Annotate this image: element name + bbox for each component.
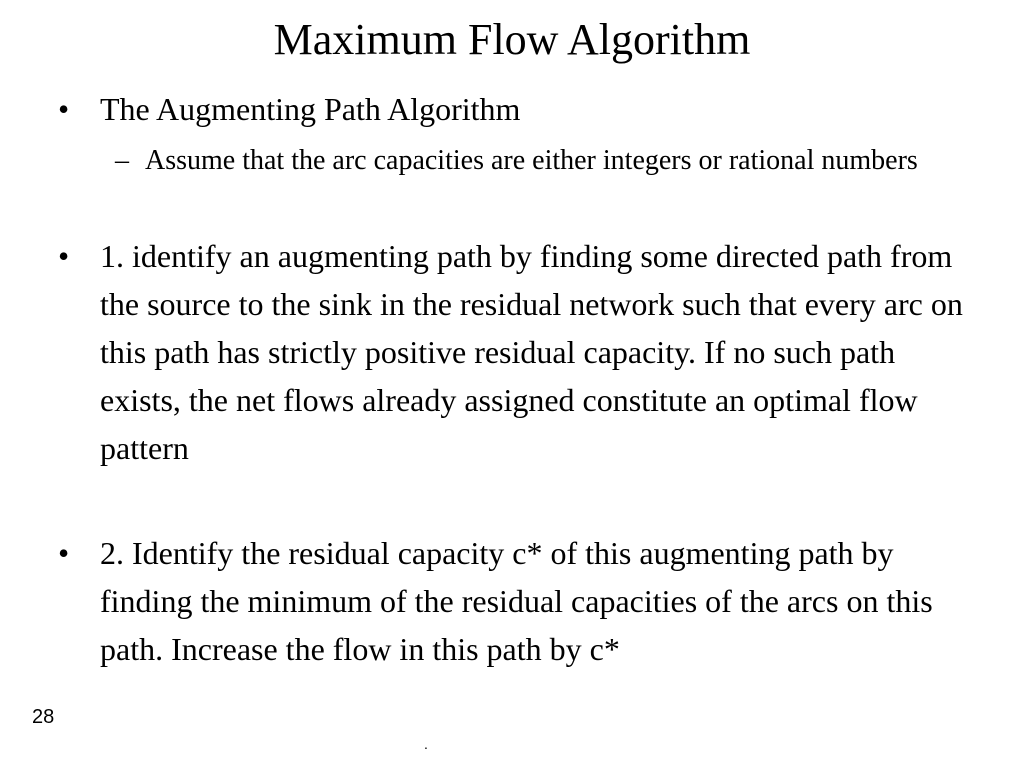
bullet-marker: •: [58, 238, 70, 274]
bullet-marker: •: [58, 535, 70, 571]
sub-bullet-text: Assume that the arc capacities are eithe…: [145, 145, 918, 176]
footer-mark: .: [424, 736, 428, 752]
bullet-text: 1. identify an augmenting path by findin…: [100, 238, 963, 466]
slide-title: Maximum Flow Algorithm: [273, 15, 751, 64]
bullet-step-2: • 2. Identify the residual capacity c* o…: [58, 529, 975, 673]
bullet-text: The Augmenting Path Algorithm: [100, 91, 521, 127]
slide-number: 28: [32, 706, 55, 728]
bullet-augmenting-path: • The Augmenting Path Algorithm: [58, 85, 975, 133]
bullet-text: 2. Identify the residual capacity c* of …: [100, 535, 933, 667]
sub-bullet-arc-capacities: – Assume that the arc capacities are eit…: [115, 140, 975, 181]
bullet-marker: •: [58, 91, 70, 127]
sub-bullet-marker: –: [115, 145, 129, 176]
bullet-step-1: • 1. identify an augmenting path by find…: [58, 232, 975, 472]
